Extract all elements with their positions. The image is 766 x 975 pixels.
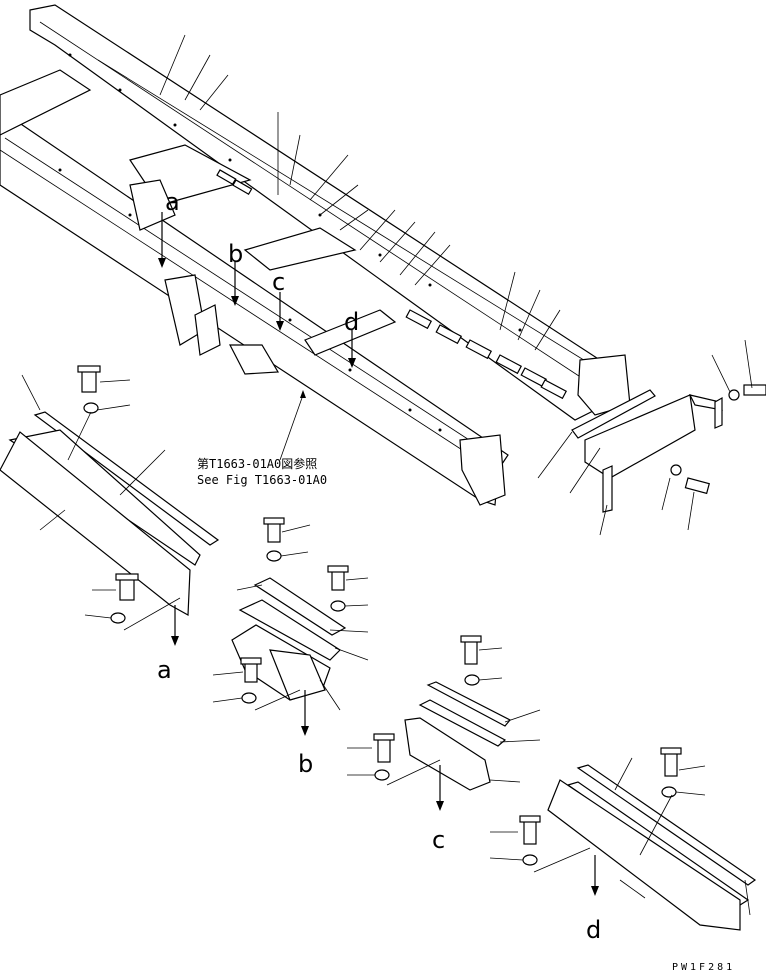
frame-assembly xyxy=(0,4,631,506)
right-cover-parts xyxy=(537,339,766,536)
detail-b xyxy=(212,517,369,736)
label-a: a xyxy=(157,656,172,684)
label-b-top: b xyxy=(228,240,243,268)
label-a-top: a xyxy=(165,188,180,216)
label-b: b xyxy=(298,750,313,778)
detail-d xyxy=(489,747,757,931)
reference-jp: 第T1663-01A0図参照 xyxy=(197,456,317,471)
frame-leaders xyxy=(159,34,561,351)
label-c-top: c xyxy=(272,268,285,296)
rail-holes xyxy=(58,53,522,432)
detail-a xyxy=(0,365,220,646)
detail-c xyxy=(347,635,541,811)
drawing-code: PW1F281 xyxy=(672,962,735,973)
label-c: c xyxy=(432,826,445,854)
rail-slots xyxy=(216,169,568,400)
label-d-top: d xyxy=(344,308,359,336)
reference-en: See Fig T1663-01A0 xyxy=(197,473,327,487)
label-d: d xyxy=(586,916,601,944)
